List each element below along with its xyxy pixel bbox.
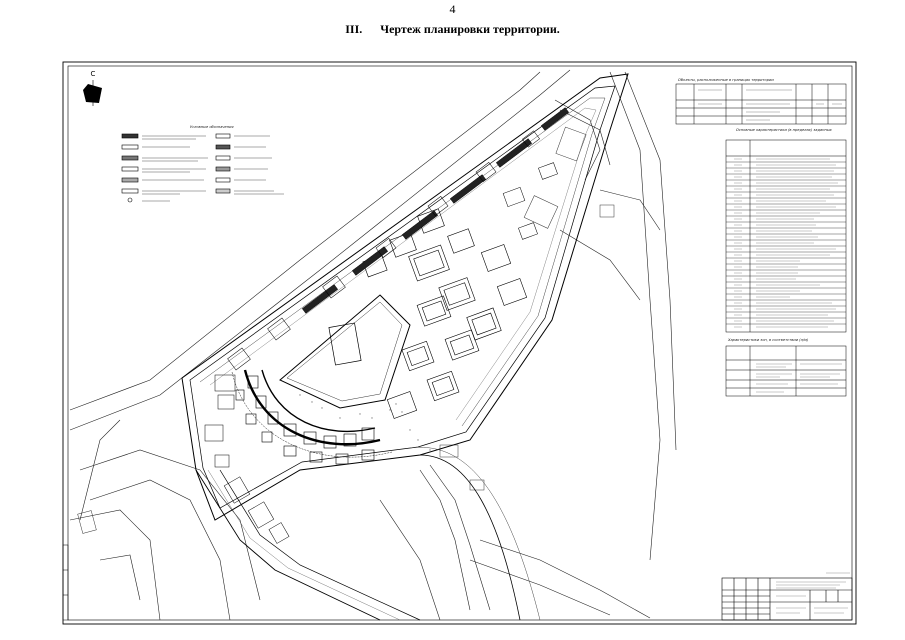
objects-table-title: Объекты, расположенные в границах террит… xyxy=(678,78,774,82)
structures-table-title: Основные характеристики (в пределах) зад… xyxy=(736,128,833,132)
legend-title: Условные обозначения xyxy=(190,125,234,129)
title-block xyxy=(721,572,853,621)
residential-blocks xyxy=(362,208,528,419)
north-label: С xyxy=(91,70,96,78)
north-arrow-icon: С xyxy=(83,70,102,106)
page-heading: III. Чертеж планировки территории. xyxy=(0,22,905,37)
structures-table: Основные характеристики (в пределах) зад… xyxy=(725,128,847,333)
strip-buildings xyxy=(301,107,570,314)
surrounding-buildings xyxy=(77,126,615,534)
zones-table: Характеристики зон, в соответствии (л/м) xyxy=(725,338,847,397)
section-title: Чертеж планировки территории. xyxy=(380,22,560,36)
page-number: 4 xyxy=(449,2,456,16)
planning-site xyxy=(181,73,629,621)
surrounding-roads xyxy=(69,69,677,621)
left-margin-stamp xyxy=(62,544,69,621)
objects-table: Объекты, расположенные в границах террит… xyxy=(675,78,847,125)
section-number: III. xyxy=(345,22,363,36)
legend-block: Условные обозначения xyxy=(121,125,284,203)
drawing-frame xyxy=(62,61,857,625)
zones-table-title: Характеристики зон, в соответствии (л/м) xyxy=(727,338,809,342)
